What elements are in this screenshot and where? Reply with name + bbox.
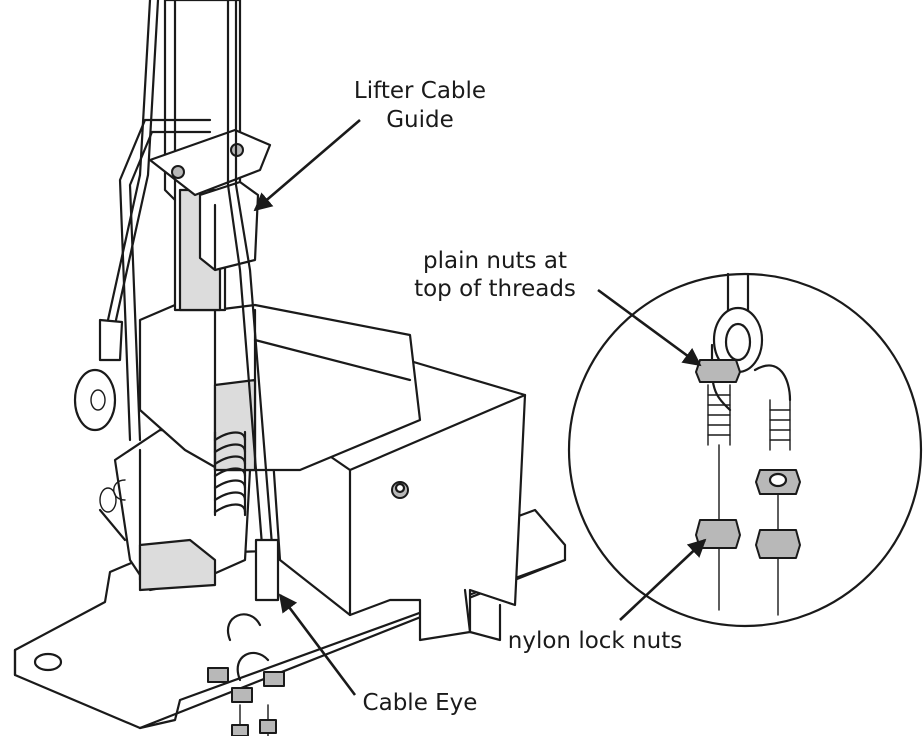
label-cable-eye: Cable Eye — [363, 690, 478, 716]
detail-nylon-nut-1 — [695, 519, 741, 549]
arrow-plain-nuts — [597, 288, 702, 367]
cable-end-hook — [73, 368, 117, 432]
label-nylon-lock-nuts: nylon lock nuts — [508, 628, 682, 654]
detail-plain-nut — [695, 359, 741, 383]
base-mount-hole — [33, 652, 63, 672]
detail-view — [567, 272, 923, 628]
arrow-cable-eye — [278, 593, 357, 696]
arrow-nylon-lock-nuts — [619, 538, 707, 621]
detail-circle — [567, 272, 923, 628]
label-plain-nuts-line2: top of threads — [414, 276, 576, 302]
lifter-cable-guide — [198, 180, 260, 272]
hitch-pin — [98, 487, 127, 542]
cable-end-sleeve — [98, 318, 124, 362]
label-lifter-cable-guide-line1: Lifter Cable — [354, 78, 486, 104]
cable-eye-sleeve — [254, 538, 280, 602]
label-plain-nuts-line1: plain nuts at — [423, 248, 567, 274]
arrow-lifter-cable-guide — [253, 119, 361, 212]
top-plate-screw-left — [171, 165, 185, 179]
detail-nylon-nut-2 — [755, 529, 801, 559]
label-lifter-cable-guide-line2: Guide — [386, 107, 454, 133]
cables — [73, 0, 274, 547]
spring-assembly — [207, 430, 285, 736]
